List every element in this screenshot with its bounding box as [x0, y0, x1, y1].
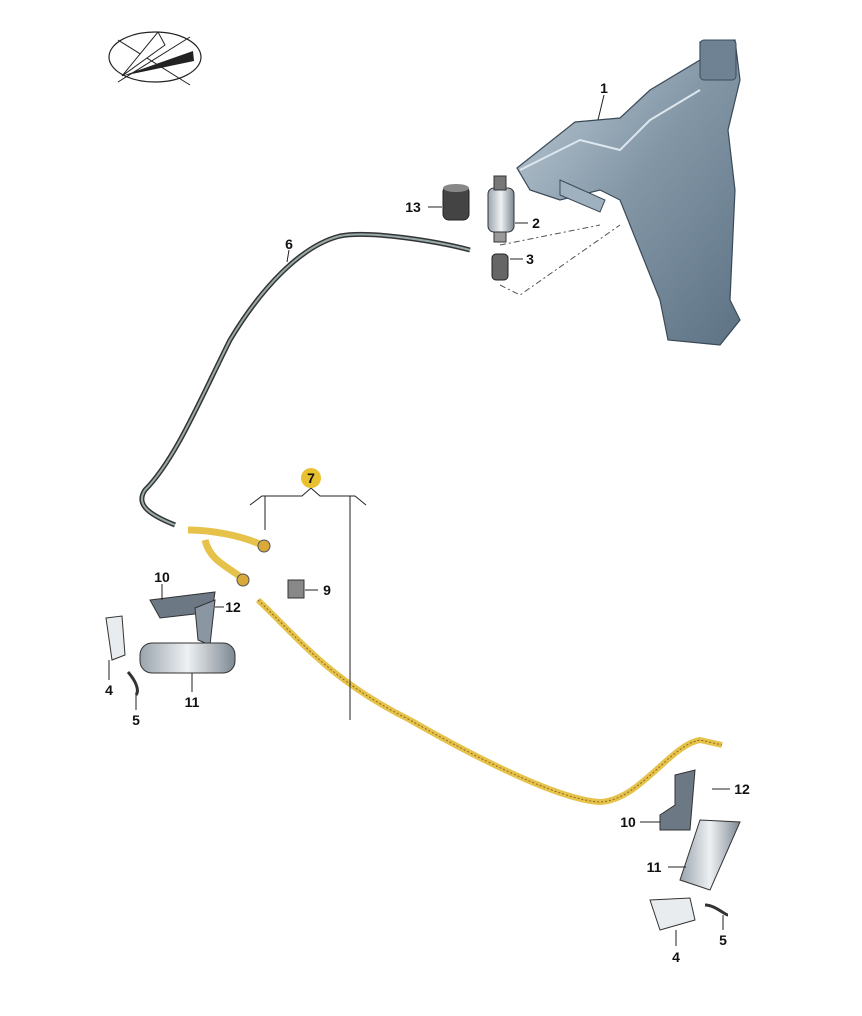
- callout-2: 2: [532, 215, 540, 231]
- callout-12-left: 12: [225, 599, 241, 615]
- callout-3: 3: [526, 251, 534, 267]
- callout-6: 6: [285, 236, 293, 252]
- washer-pump: [487, 175, 515, 243]
- left-washer-nozzle-assembly: [105, 579, 305, 696]
- washer-fluid-reservoir: [516, 39, 741, 346]
- callout-4-left: 4: [105, 682, 113, 698]
- callout-badge-7: [301, 468, 321, 488]
- orientation-compass-icon: [108, 31, 202, 86]
- callout-4-right: 4: [672, 949, 680, 965]
- callout-10-right: 10: [620, 814, 636, 830]
- callout-10-left: 10: [154, 569, 170, 585]
- callout-11-left: 11: [185, 694, 200, 710]
- hose-7-branch: [187, 526, 271, 587]
- right-washer-nozzle-assembly: [649, 769, 741, 931]
- callout-12-right: 12: [734, 781, 750, 797]
- callout-11-right: 11: [647, 859, 662, 875]
- callout-1: 1: [600, 80, 608, 96]
- hose-7-long: [255, 597, 723, 806]
- strainer: [491, 253, 509, 281]
- callout-5-right: 5: [719, 932, 727, 948]
- callout-7: 7: [307, 470, 315, 486]
- callout-9: 9: [323, 582, 331, 598]
- callout-13: 13: [405, 199, 421, 215]
- leader-lines: [108, 94, 730, 946]
- callout-5-left: 5: [132, 712, 140, 728]
- grommet: [442, 184, 470, 221]
